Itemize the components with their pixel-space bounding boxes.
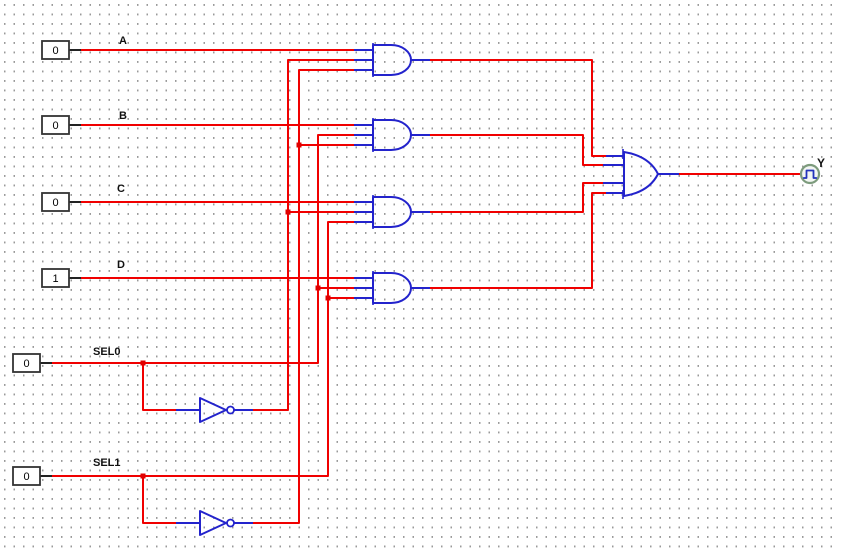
and-gate-3[interactable] bbox=[354, 195, 430, 229]
input-value: 0 bbox=[23, 471, 29, 483]
input-box[interactable] bbox=[12, 353, 41, 373]
input-value: 0 bbox=[52, 120, 58, 132]
input-box[interactable] bbox=[41, 192, 70, 212]
and-gate-body[interactable] bbox=[372, 196, 412, 228]
junction-dot bbox=[140, 360, 146, 366]
junction-dot bbox=[296, 142, 302, 148]
or-gate-body[interactable] bbox=[623, 151, 659, 197]
not-gate-bubble bbox=[226, 405, 235, 415]
input-switch-a[interactable]: 0 bbox=[41, 40, 81, 60]
input-switch-sel0[interactable]: 0 bbox=[12, 353, 52, 373]
junction-dots bbox=[140, 142, 331, 479]
not-gate-body[interactable] bbox=[199, 510, 227, 536]
junction-dot bbox=[315, 285, 321, 291]
junction-dot bbox=[285, 209, 291, 215]
wire-notsel1-to-and1[interactable] bbox=[253, 69, 354, 524]
input-label-d: D bbox=[117, 259, 125, 271]
input-label-b: B bbox=[119, 110, 127, 122]
wires bbox=[51, 49, 801, 524]
input-value: 0 bbox=[52, 197, 58, 209]
and-gate-body[interactable] bbox=[372, 44, 412, 76]
wire-and3-to-or[interactable] bbox=[430, 182, 603, 213]
pulse-waveform-icon bbox=[803, 169, 817, 179]
wire-notsel0-to-and1[interactable] bbox=[253, 59, 354, 411]
input-switch-c[interactable]: 0 bbox=[41, 192, 81, 212]
junction-dot bbox=[325, 295, 331, 301]
input-switch-b[interactable]: 0 bbox=[41, 115, 81, 135]
wire-sel0-to-and2[interactable] bbox=[51, 134, 354, 364]
input-label-sel1: SEL1 bbox=[93, 457, 121, 469]
and-gate-pins bbox=[354, 201, 430, 223]
input-box[interactable] bbox=[12, 466, 41, 486]
output-label-y: Y bbox=[817, 156, 825, 170]
wire-sel1-to-and3[interactable] bbox=[51, 221, 354, 477]
input-switch-sel1[interactable]: 0 bbox=[12, 466, 52, 486]
input-label-c: C bbox=[117, 183, 125, 195]
and-gate-pins bbox=[354, 49, 430, 71]
input-value: 0 bbox=[23, 358, 29, 370]
input-box[interactable] bbox=[41, 40, 70, 60]
not-gate-1[interactable] bbox=[176, 397, 253, 423]
and-gate-pins bbox=[354, 124, 430, 146]
or-gate[interactable] bbox=[603, 149, 679, 199]
and-gate-4[interactable] bbox=[354, 271, 430, 305]
input-label-a: A bbox=[119, 35, 127, 47]
input-value: 0 bbox=[52, 45, 58, 57]
input-label-sel0: SEL0 bbox=[93, 346, 121, 358]
output-probe-y[interactable] bbox=[799, 163, 821, 185]
input-box[interactable] bbox=[41, 115, 70, 135]
not-gate-body[interactable] bbox=[199, 397, 227, 423]
junction-dot bbox=[140, 473, 146, 479]
wire-and1-to-or[interactable] bbox=[430, 59, 606, 157]
not-gate-bubble bbox=[226, 518, 235, 528]
and-gate-body[interactable] bbox=[372, 119, 412, 151]
not-gate-2[interactable] bbox=[176, 510, 253, 536]
wire-and2-to-or[interactable] bbox=[430, 134, 603, 166]
wire-sel0-to-not1[interactable] bbox=[142, 363, 176, 411]
or-gate-pins bbox=[603, 155, 679, 194]
input-value: 1 bbox=[52, 273, 58, 285]
wire-and4-to-or[interactable] bbox=[430, 192, 606, 289]
wire-sel1-to-not2[interactable] bbox=[142, 476, 176, 524]
and-gate-1[interactable] bbox=[354, 43, 430, 77]
and-gate-body[interactable] bbox=[372, 272, 412, 304]
and-gate-pins bbox=[354, 277, 430, 299]
and-gate-2[interactable] bbox=[354, 118, 430, 152]
input-switch-d[interactable]: 1 bbox=[41, 268, 81, 288]
input-box[interactable] bbox=[41, 268, 70, 288]
